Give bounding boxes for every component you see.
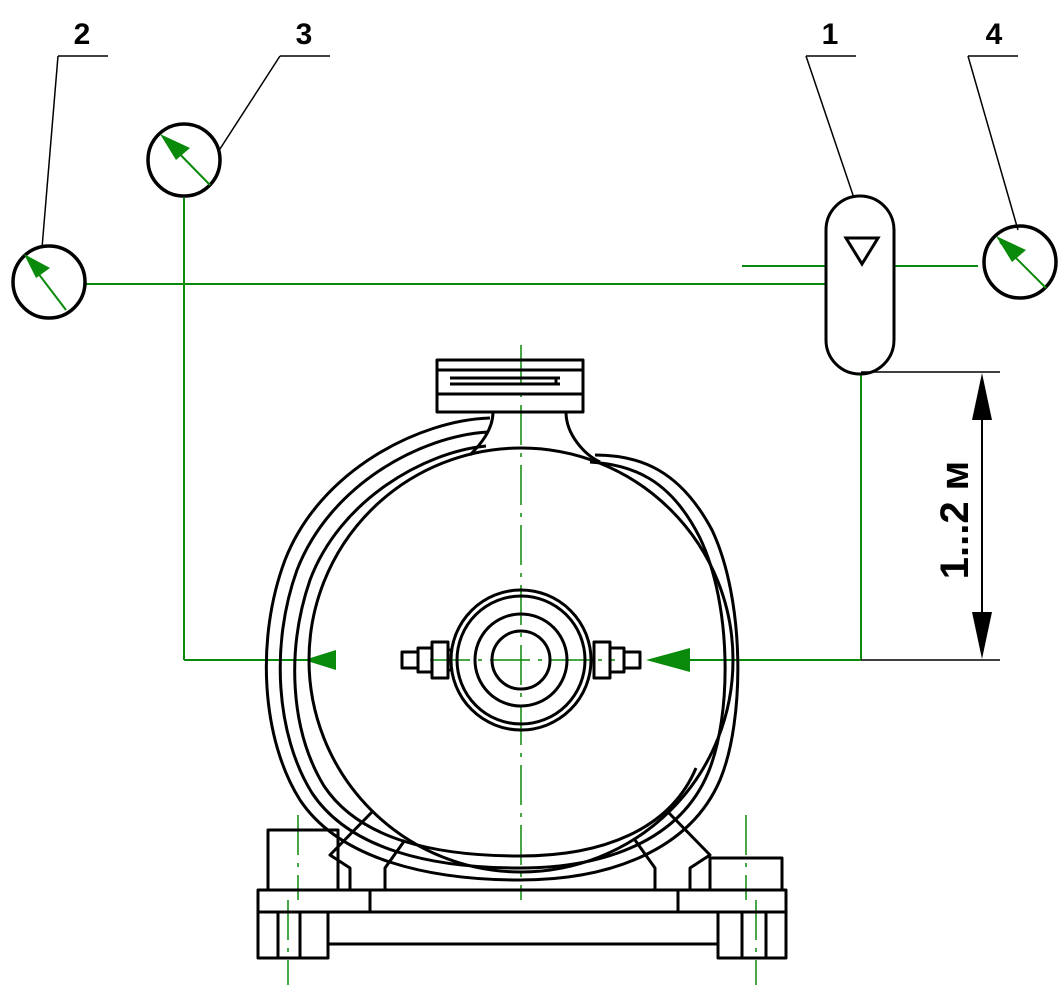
- callout-1: 1: [822, 18, 839, 51]
- gauge-needle: [160, 134, 190, 160]
- volute-inner: [293, 444, 698, 858]
- impulse-lines: [86, 198, 978, 661]
- arrow-right-inlet: [646, 648, 690, 672]
- shaft-hub-outer: [449, 588, 593, 732]
- dim-arrow-top: [972, 373, 992, 420]
- arrow-left-inlet: [304, 650, 336, 670]
- vessel-1: [824, 194, 896, 376]
- triangle-down-icon: [843, 236, 881, 267]
- base-plate-top: [256, 888, 788, 914]
- dim-arrow-bottom: [972, 612, 992, 659]
- callout-3: 3: [296, 18, 313, 51]
- volute-outer: [264, 416, 740, 882]
- dimension-label: 1...2 м: [933, 461, 977, 580]
- neck-left: [468, 411, 495, 457]
- leader-lines: [41, 55, 1019, 249]
- base-foot-left: [256, 910, 330, 960]
- gauge-4: [982, 224, 1058, 300]
- gauge-needle: [24, 254, 50, 278]
- callout-2: 2: [74, 18, 91, 51]
- level-vessel: [824, 194, 896, 376]
- gauge-2: [11, 244, 87, 320]
- base-foot-right: [716, 910, 788, 960]
- base-plate-beam: [326, 910, 720, 946]
- foot-left: [266, 828, 340, 892]
- neck-right: [564, 411, 601, 464]
- gauge-3: [146, 122, 222, 198]
- pressure-gauge-icon: [11, 244, 87, 320]
- height-dimension: [861, 371, 1000, 661]
- shaft-hub-mid: [473, 612, 569, 708]
- discharge-flange: [435, 358, 585, 414]
- pump-body: [256, 358, 788, 960]
- shaft-hub-inner: [490, 629, 552, 691]
- callout-4: 4: [986, 18, 1003, 51]
- pump-casing: [307, 446, 735, 874]
- gauge-needle: [996, 236, 1026, 262]
